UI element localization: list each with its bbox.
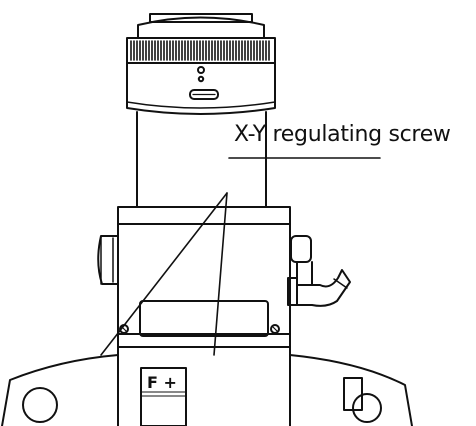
cap-rim xyxy=(137,16,265,39)
elbow-fitting xyxy=(287,235,351,307)
corner-screw-right xyxy=(270,324,280,334)
callout-leader-left xyxy=(100,192,228,356)
side-adjust-knob xyxy=(97,235,119,285)
mount-hole-right xyxy=(352,393,382,423)
tube xyxy=(136,111,267,208)
x-y-regulating-screw-label: X-Y regulating screw xyxy=(234,122,451,147)
top-cap xyxy=(126,13,276,64)
lower-section xyxy=(1,346,413,426)
bottom-flange-left xyxy=(1,354,119,426)
fitting-nut xyxy=(290,235,312,263)
window-recess xyxy=(139,300,269,337)
main-block xyxy=(117,206,291,348)
label-plate xyxy=(140,367,187,426)
main-block-outline xyxy=(117,206,291,348)
cap-top-lid xyxy=(149,13,253,23)
small-screw-icon-lower xyxy=(197,75,205,83)
knurling-lines xyxy=(130,40,270,61)
bottom-flange-right xyxy=(289,354,413,426)
housing-bottom-curve xyxy=(126,101,276,109)
knurled-ring xyxy=(126,37,276,64)
bottom-fitting xyxy=(343,377,363,411)
housing-slot xyxy=(189,89,219,100)
label-plate-text: F + xyxy=(147,373,177,392)
callout-leader-right xyxy=(213,192,228,356)
callout-leaders xyxy=(100,157,381,356)
small-screw-icon xyxy=(197,66,205,74)
upper-housing xyxy=(126,62,276,115)
housing-body xyxy=(126,62,276,115)
mount-hole-left xyxy=(22,387,58,423)
